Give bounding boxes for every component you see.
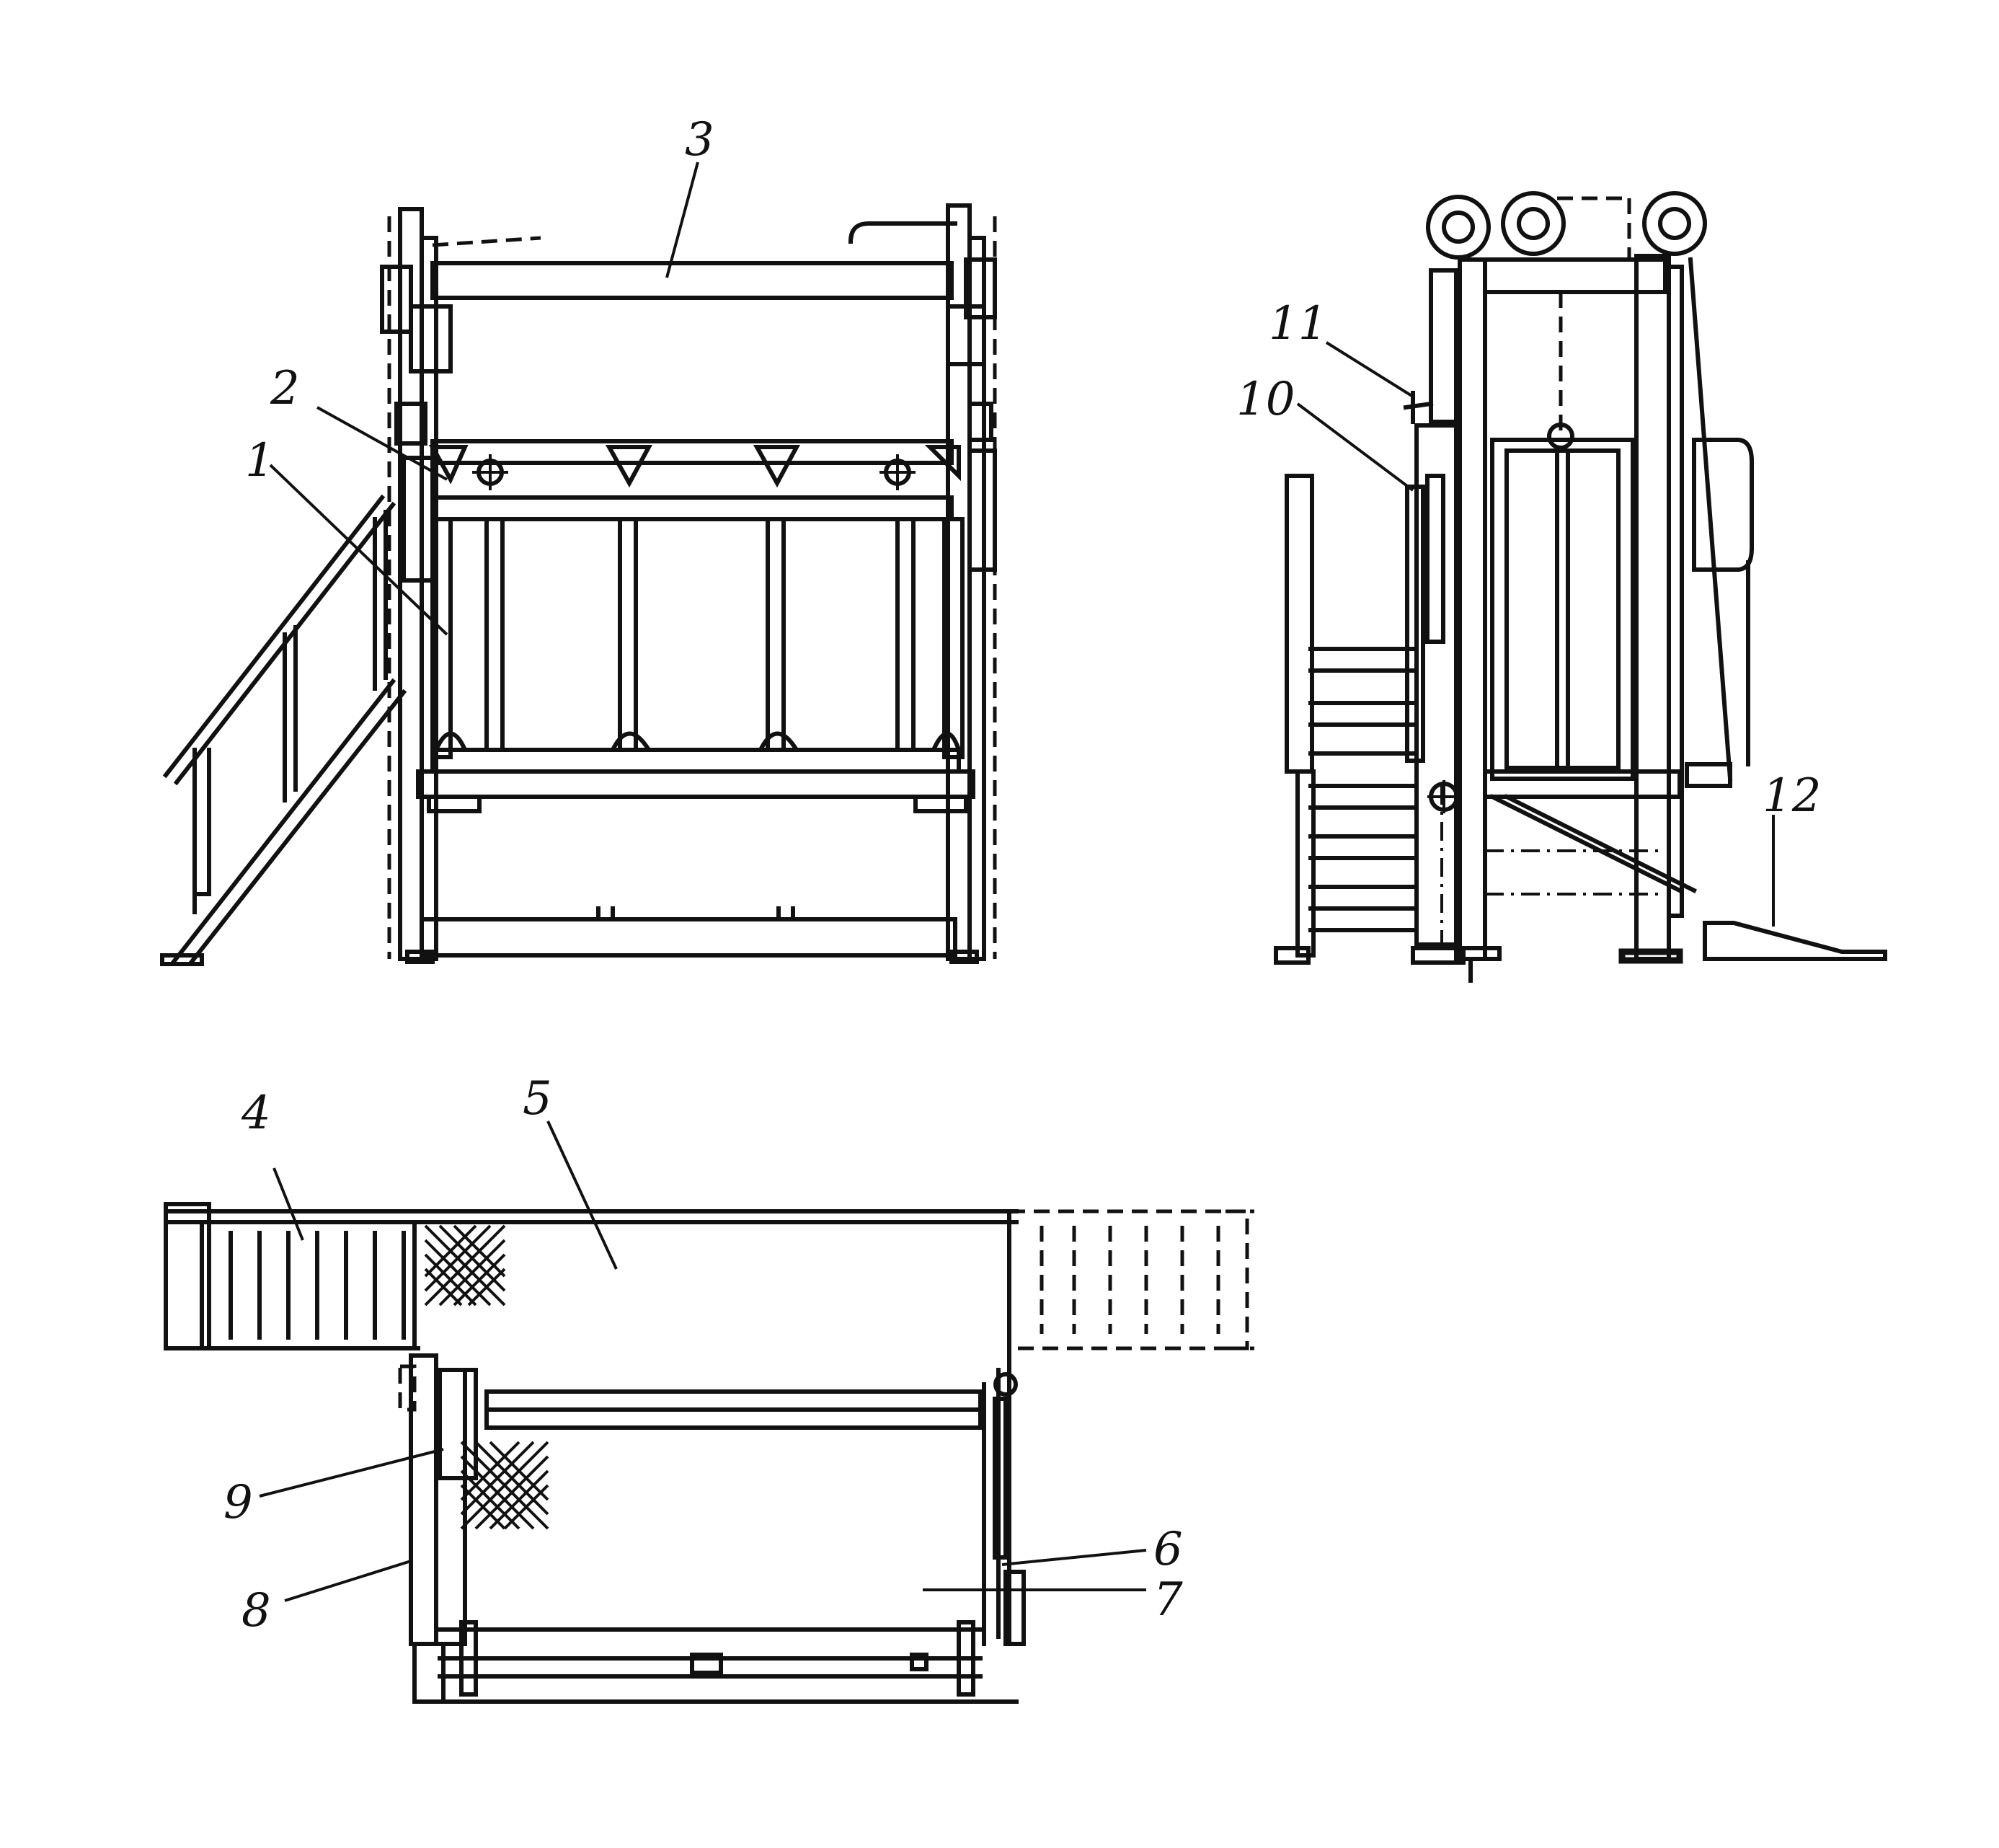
side-view bbox=[1274, 191, 1887, 983]
label-5: 5 bbox=[523, 1072, 552, 1126]
label-8: 8 bbox=[241, 1584, 271, 1637]
hatch-top bbox=[424, 1224, 506, 1307]
label-3: 3 bbox=[685, 113, 714, 167]
label-4: 4 bbox=[241, 1087, 271, 1140]
callout-labels: 3 2 1 11 10 12 4 5 9 8 6 7 bbox=[223, 113, 1821, 1637]
plan-view bbox=[164, 1120, 1254, 1704]
label-9: 9 bbox=[223, 1476, 253, 1529]
label-6: 6 bbox=[1153, 1523, 1183, 1576]
label-12: 12 bbox=[1763, 769, 1821, 823]
label-11: 11 bbox=[1269, 297, 1327, 350]
label-7: 7 bbox=[1153, 1573, 1183, 1627]
front-view bbox=[160, 162, 997, 966]
label-2: 2 bbox=[270, 362, 300, 415]
hatch-mid bbox=[460, 1441, 549, 1530]
label-1: 1 bbox=[245, 434, 275, 487]
label-10: 10 bbox=[1236, 373, 1295, 426]
